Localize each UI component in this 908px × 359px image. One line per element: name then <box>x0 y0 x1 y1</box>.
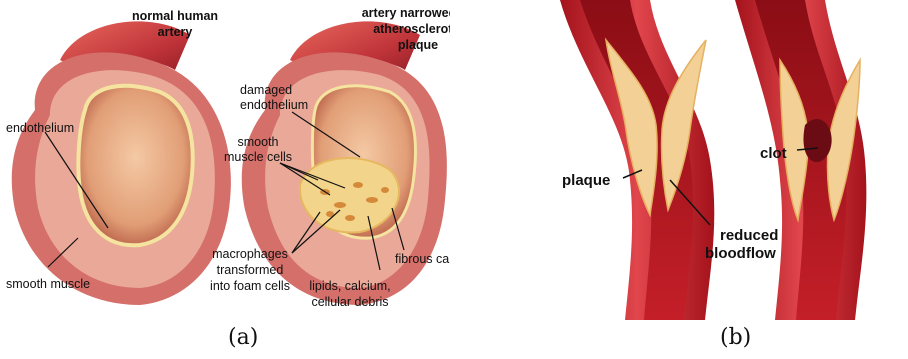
normal-artery <box>12 21 231 305</box>
label-smooth-muscle: smooth muscle <box>6 277 90 291</box>
label-damaged-endothelium-line2: endothelium <box>240 98 308 112</box>
label-macrophages-line1: macrophages <box>212 247 288 261</box>
label-macrophages-line2: transformed <box>217 263 284 277</box>
caption-b: (b) <box>720 325 751 350</box>
label-macrophages-line3: into foam cells <box>210 279 290 293</box>
label-reduced-bloodflow-line2: bloodflow <box>705 245 776 262</box>
panel-b-longitudinal-arteries: plaque reduced bloodflow clot <box>560 0 908 320</box>
panel-a-illustration: normal human artery artery narrowed by a… <box>0 0 450 320</box>
label-smooth-muscle-cells-line2: muscle cells <box>224 150 292 164</box>
title-normal-line1: normal human <box>132 9 218 23</box>
label-reduced-bloodflow-line1: reduced <box>720 227 778 244</box>
artery-with-clot <box>735 0 866 320</box>
label-lipids-line1: lipids, calcium, <box>309 279 390 293</box>
label-damaged-endothelium-line1: damaged <box>240 83 292 97</box>
label-clot: clot <box>760 145 787 162</box>
label-endothelium: endothelium <box>6 121 74 135</box>
panel-a-artery-cross-sections: normal human artery artery narrowed by a… <box>0 0 450 320</box>
title-narrowed-line3: plaque <box>398 38 438 52</box>
caption-a: (a) <box>228 325 258 350</box>
title-narrowed-line2: atherosclerotic <box>373 22 450 36</box>
panel-b-illustration: plaque reduced bloodflow clot <box>560 0 908 320</box>
label-lipids-line2: cellular debris <box>311 295 388 309</box>
label-smooth-muscle-cells-line1: smooth <box>238 135 279 149</box>
label-plaque: plaque <box>562 172 610 189</box>
label-fibrous-cap: fibrous cap <box>395 252 450 266</box>
title-narrowed-line1: artery narrowed by <box>362 6 450 20</box>
artery-with-plaque <box>560 0 714 320</box>
title-normal-line2: artery <box>158 25 193 39</box>
